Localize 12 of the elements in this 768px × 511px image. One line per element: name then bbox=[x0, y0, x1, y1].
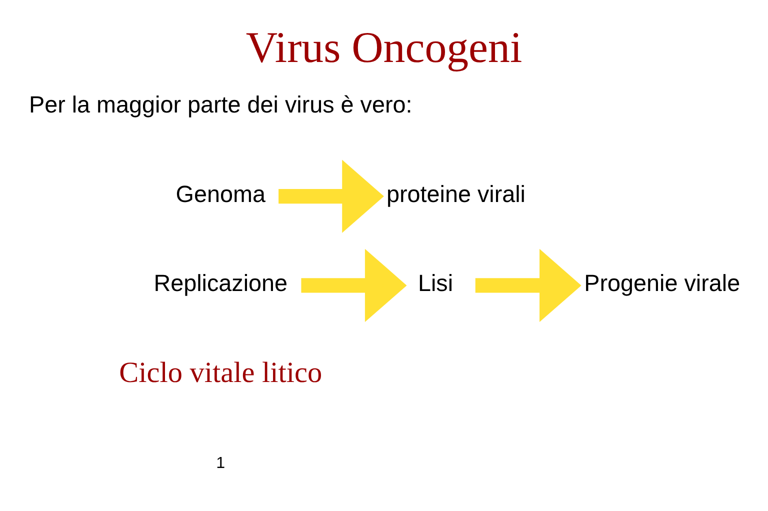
node-text: proteine virali bbox=[386, 180, 526, 207]
node-text: Lisi bbox=[418, 270, 454, 296]
arrow bbox=[278, 160, 384, 233]
arrow bbox=[301, 248, 407, 322]
label: 1 bbox=[216, 454, 226, 472]
label: Per la maggior parte dei virus è vero: bbox=[28, 92, 412, 118]
node-text: Genoma bbox=[176, 180, 266, 207]
arrow bbox=[475, 248, 582, 322]
label: Ciclo vitale litico bbox=[119, 356, 322, 389]
node-text: Progenie virale bbox=[584, 270, 740, 296]
node-text: Replicazione bbox=[154, 270, 288, 296]
diagram-title: Virus Oncogeni bbox=[246, 24, 522, 72]
